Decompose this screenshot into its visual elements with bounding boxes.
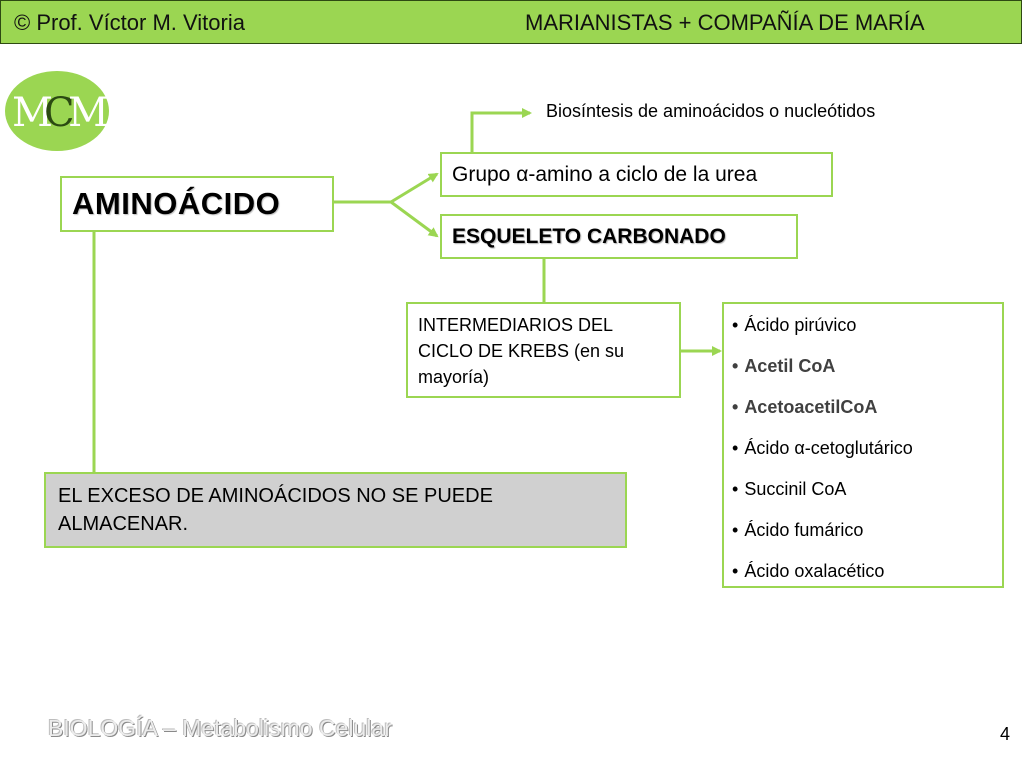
connector-to-alpha-group (390, 172, 439, 204)
aminoacid-node: AMINOÁCIDO (60, 176, 334, 232)
acid-list-item: •Ácido α-cetoglutárico (732, 435, 1002, 476)
page-number: 4 (1000, 724, 1011, 744)
bullet-icon: • (732, 438, 739, 458)
acid-list-item: •AcetoacetilCoA (732, 394, 1002, 435)
acid-list-item: •Succinil CoA (732, 476, 1002, 517)
logo-letter-c: C (44, 90, 75, 136)
acid-list-item: •Acetil CoA (732, 353, 1002, 394)
header-bar: © Prof. Víctor M. Vitoria MARIANISTAS + … (0, 0, 1022, 44)
acid-label: Ácido fumárico (744, 520, 864, 540)
acids-list: •Ácido pirúvico•Acetil CoA•AcetoacetilCo… (732, 312, 1002, 599)
footer-course-title: BIOLOGÍA – Metabolismo Celular (48, 715, 392, 741)
acid-label: Ácido pirúvico (744, 315, 857, 335)
logo-letter-m2: M (68, 90, 109, 136)
bullet-icon: • (732, 520, 739, 540)
bullet-icon: • (732, 397, 739, 417)
bullet-icon: • (732, 561, 739, 581)
acid-list-item: •Ácido oxalacético (732, 558, 1002, 599)
bullet-icon: • (732, 356, 739, 376)
acids-list-box: •Ácido pirúvico•Acetil CoA•AcetoacetilCo… (722, 302, 1004, 588)
author-credit: © Prof. Víctor M. Vitoria (14, 10, 245, 35)
carbon-skeleton-node: ESQUELETO CARBONADO (440, 214, 798, 259)
acid-label: Acetil CoA (744, 356, 836, 376)
acid-list-item: •Ácido fumárico (732, 517, 1002, 558)
acid-label: Ácido oxalacético (744, 561, 885, 581)
institution-name: MARIANISTAS + COMPAÑÍA DE MARÍA (525, 10, 925, 35)
acid-list-item: •Ácido pirúvico (732, 312, 1002, 353)
bullet-icon: • (732, 479, 739, 499)
biosynthesis-label: Biosíntesis de aminoácidos o nucleótidos (546, 101, 876, 121)
connector-to-skeleton (390, 200, 439, 238)
bullet-icon: • (732, 315, 739, 335)
alpha-amino-group-node: Grupo α-amino a ciclo de la urea (440, 152, 833, 197)
acid-label: Succinil CoA (744, 479, 847, 499)
logo-letter-m1: M (12, 90, 53, 136)
connector-to-biosynthesis (470, 108, 532, 152)
krebs-intermediates-node: INTERMEDIARIOS DEL CICLO DE KREBS (en su… (406, 302, 681, 398)
excess-note-box: EL EXCESO DE AMINOÁCIDOS NO SE PUEDE ALM… (44, 472, 627, 548)
mcm-logo: M C M (5, 71, 109, 151)
acid-label: Ácido α-cetoglutárico (744, 438, 913, 458)
acid-label: AcetoacetilCoA (744, 397, 878, 417)
